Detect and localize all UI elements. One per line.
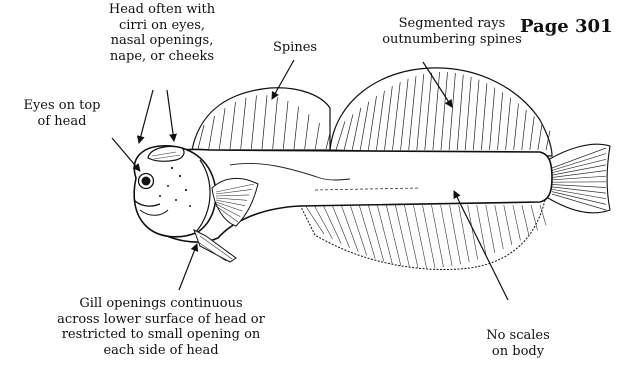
- soft-dorsal-fin: [330, 68, 552, 156]
- arrow-head-cirri-right: [167, 90, 174, 141]
- caudal-fin: [548, 144, 610, 213]
- arrow-eyes: [112, 138, 140, 171]
- label-no-scales: No scales on body: [468, 328, 568, 359]
- label-eyes: Eyes on top of head: [6, 98, 118, 129]
- spiny-dorsal-fin: [192, 88, 330, 150]
- arrow-gill-openings: [179, 244, 197, 290]
- label-gill-openings: Gill openings continuous across lower su…: [46, 296, 276, 358]
- label-spines: Spines: [260, 40, 330, 56]
- fish-eye: [139, 174, 154, 189]
- label-segmented-rays: Segmented rays outnumbering spines: [372, 16, 532, 47]
- arrow-head-cirri-left: [139, 90, 153, 143]
- label-head-cirri: Head often with cirri on eyes, nasal ope…: [92, 2, 232, 64]
- anal-fin: [300, 200, 546, 270]
- page-label: Page 301: [520, 16, 613, 37]
